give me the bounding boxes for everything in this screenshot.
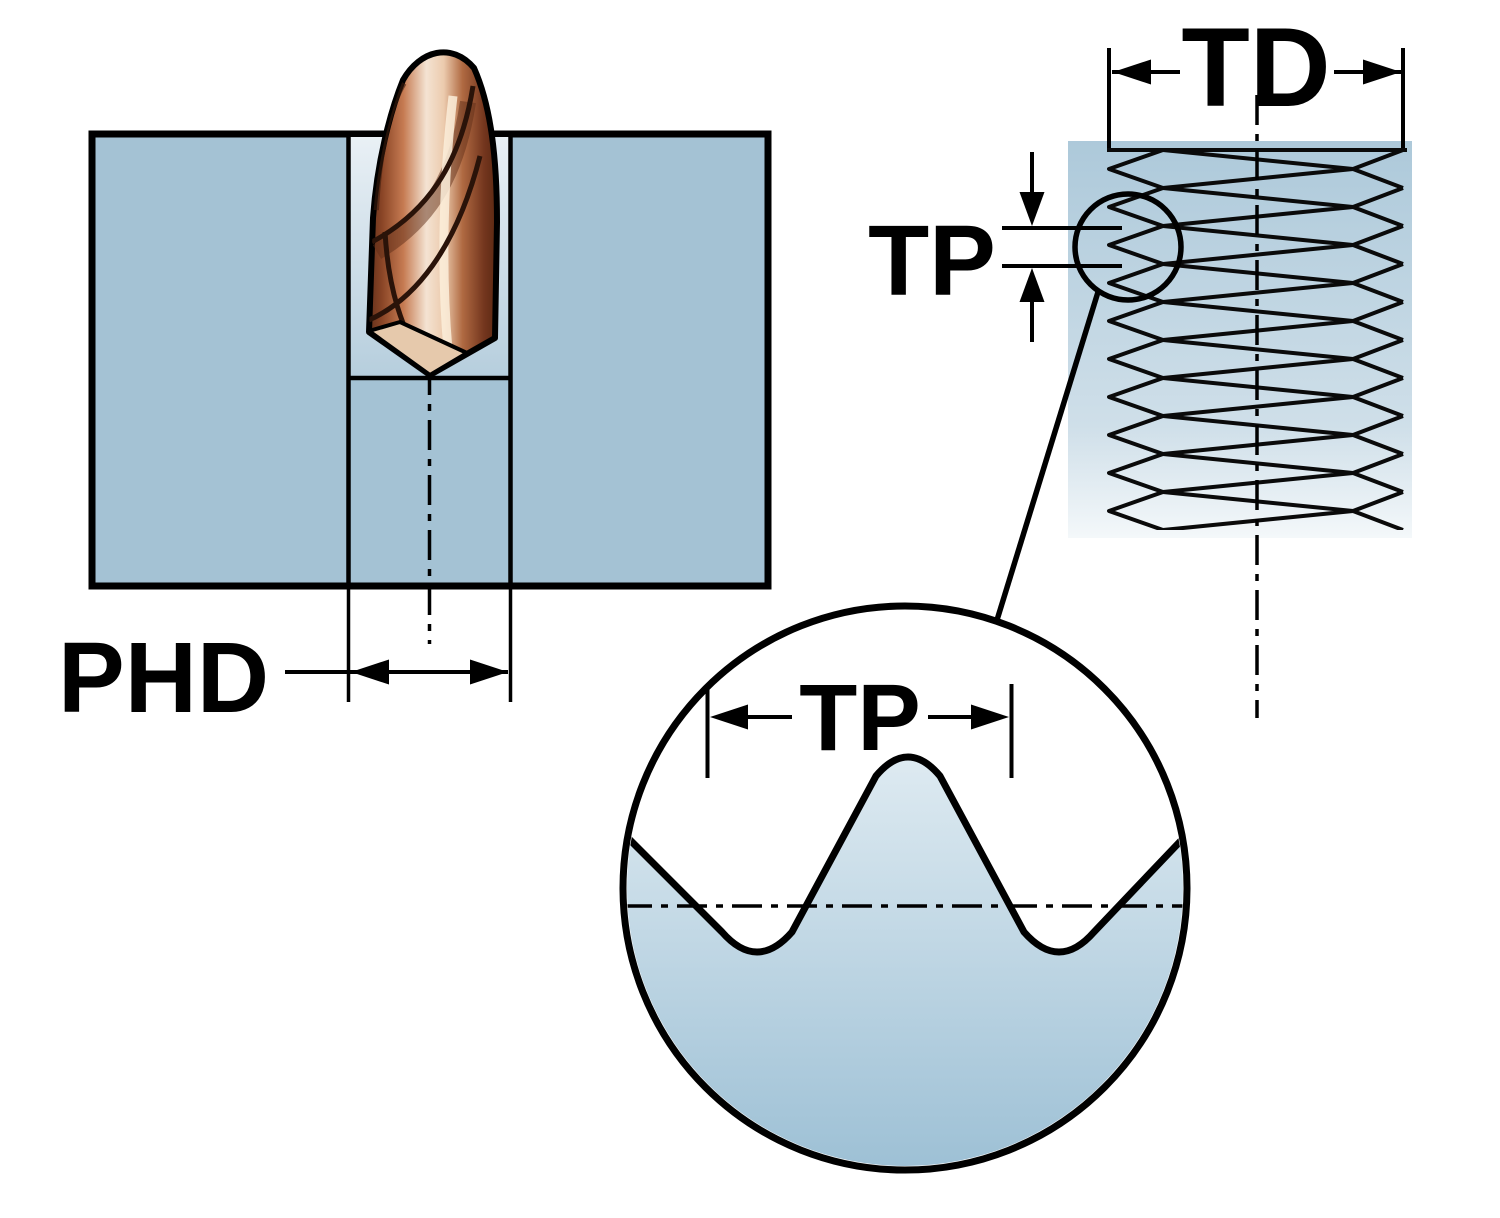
tp-arrow-down-icon	[1019, 192, 1045, 226]
tp-arrow-up-icon	[1019, 268, 1045, 302]
thread-detail-view: TP	[619, 602, 1191, 1174]
drill-tool	[366, 49, 500, 378]
td-arrow-left-icon	[1113, 59, 1151, 85]
thread-section	[1068, 95, 1412, 718]
tp-detail-arrow-left-icon	[710, 704, 748, 730]
flute-line-1	[370, 85, 476, 245]
detail-circle-outline	[619, 602, 1191, 1174]
thread-material-fill	[627, 757, 1183, 1166]
phd-arrow-left-icon	[351, 659, 389, 685]
detail-marker-circle	[1072, 191, 1184, 303]
tp-detail-label: TP	[799, 665, 920, 771]
detail-leader-line	[994, 291, 1101, 621]
tp-detail-arrow-right-icon	[971, 704, 1009, 730]
td-dimension: TD	[1107, 5, 1405, 148]
detail-content	[627, 753, 1183, 1166]
td-arrow-right-icon	[1363, 59, 1401, 85]
tp-detail-dimension: TP	[705, 665, 1014, 778]
phd-arrow-right-icon	[470, 659, 508, 685]
tp-label: TP	[868, 205, 996, 317]
flute-highlight-band	[439, 95, 458, 351]
drill-tip-facet	[367, 320, 469, 377]
thread-profile-line	[627, 753, 1183, 956]
phd-dimension: PHD	[58, 589, 513, 734]
phd-label: PHD	[58, 622, 269, 734]
td-label: TD	[1181, 5, 1330, 130]
flute-line-2	[369, 155, 483, 323]
tp-dimension: TP	[868, 152, 1122, 342]
